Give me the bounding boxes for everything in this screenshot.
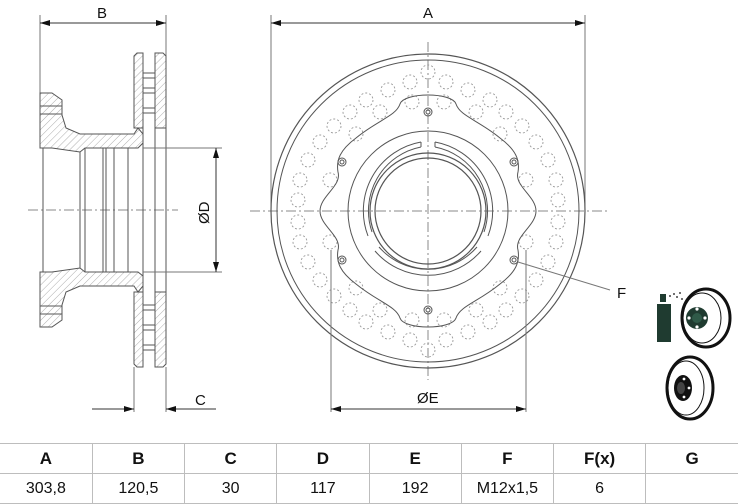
header-c: C (183, 443, 278, 474)
header-a: A (0, 443, 93, 474)
dimension-c-label: C (195, 392, 206, 409)
value-g (645, 473, 738, 504)
header-f: F (460, 443, 555, 474)
header-fx: F(x) (552, 443, 647, 474)
value-e: 192 (368, 473, 462, 504)
value-f: M12x1,5 (460, 473, 555, 504)
dimension-a-label: A (423, 5, 433, 22)
front-view (250, 15, 611, 412)
header-g: G (645, 443, 738, 474)
value-fx: 6 (552, 473, 647, 504)
spec-table: A B C D E F F(x) G 303,8 120,5 30 117 19… (0, 443, 738, 504)
value-d: 117 (276, 473, 370, 504)
value-a: 303,8 (0, 473, 93, 504)
callout-f-label: F (617, 285, 626, 302)
dimension-d-label: ØD (196, 201, 213, 224)
header-e: E (368, 443, 462, 474)
value-b: 120,5 (91, 473, 186, 504)
header-b: B (91, 443, 186, 474)
dimension-b-label: B (97, 5, 107, 22)
dimension-e-label: ØE (417, 390, 439, 407)
spec-table-header-row: A B C D E F F(x) G (0, 443, 738, 474)
technical-drawing: B C ØD (28, 5, 732, 421)
side-view (28, 15, 222, 412)
header-d: D (276, 443, 370, 474)
spec-table-value-row: 303,8 120,5 30 117 192 M12x1,5 6 (0, 473, 738, 504)
spray-coated-disc-icon (657, 287, 732, 349)
value-c: 30 (183, 473, 278, 504)
brake-disc-icon (665, 355, 715, 421)
